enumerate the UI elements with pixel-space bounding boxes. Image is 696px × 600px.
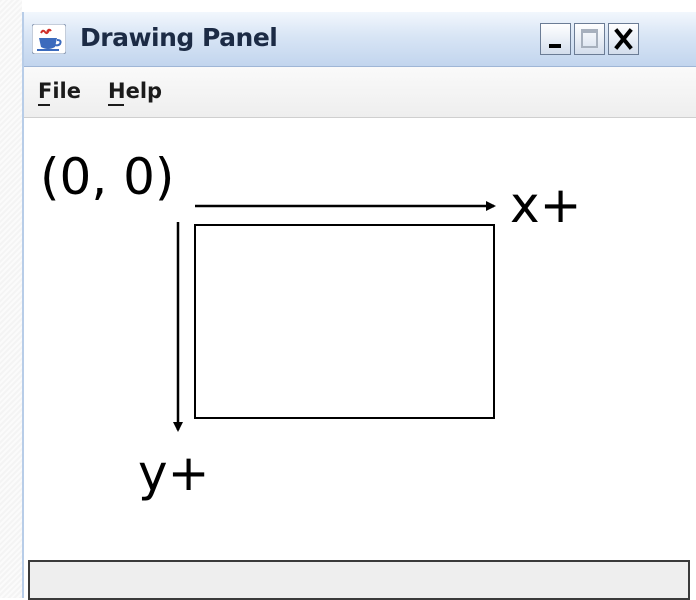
close-icon bbox=[614, 28, 633, 50]
java-coffee-cup-icon bbox=[32, 24, 66, 54]
status-bar bbox=[28, 560, 690, 600]
drawing-canvas[interactable]: (0, 0) x+ y+ bbox=[24, 118, 696, 558]
title-bar[interactable]: Drawing Panel bbox=[24, 12, 696, 67]
close-button[interactable] bbox=[608, 23, 639, 55]
drawn-rectangle bbox=[194, 224, 495, 419]
drawing-panel-window: Drawing Panel File Help bbox=[22, 12, 696, 600]
maximize-icon bbox=[581, 29, 598, 48]
y-axis-label: y+ bbox=[138, 444, 209, 502]
menu-bar: File Help bbox=[24, 67, 696, 118]
origin-label: (0, 0) bbox=[40, 148, 174, 206]
menu-mnemonic-underlines bbox=[38, 104, 124, 106]
desktop-background bbox=[0, 0, 22, 598]
menu-help[interactable]: Help bbox=[108, 79, 163, 103]
minimize-button[interactable] bbox=[540, 23, 571, 55]
minimize-icon bbox=[549, 44, 561, 48]
menu-file[interactable]: File bbox=[38, 79, 81, 103]
window-title: Drawing Panel bbox=[80, 23, 278, 52]
x-axis-label: x+ bbox=[510, 176, 581, 234]
maximize-button[interactable] bbox=[574, 23, 605, 55]
